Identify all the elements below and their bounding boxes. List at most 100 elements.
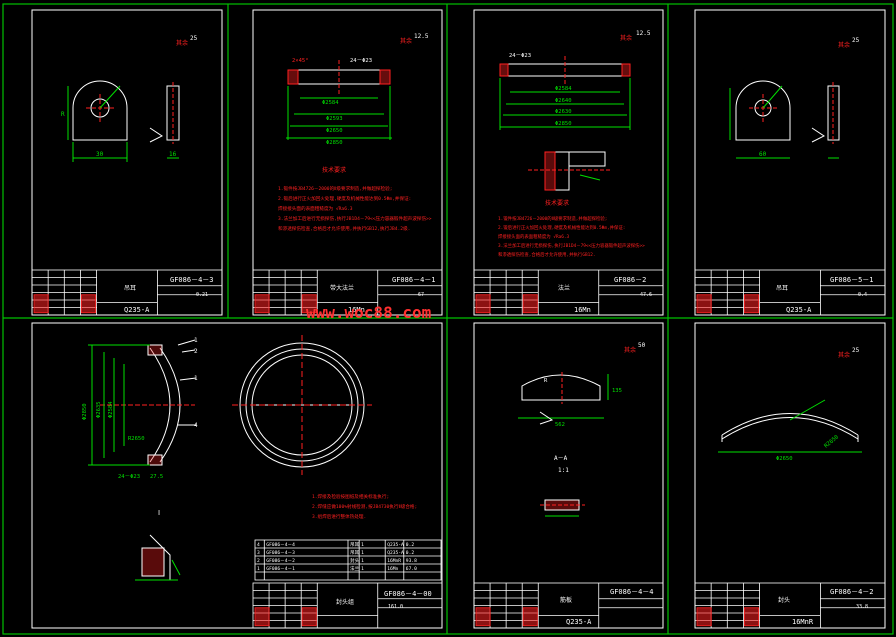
sheet-3: 24－Φ23 Φ2584 Φ2640 Φ2630 Φ2850 技术要求 1.锻件…	[498, 30, 651, 258]
s7-rough-label: 其余	[838, 351, 850, 359]
s1-rough-value: 25	[190, 35, 198, 42]
s1-dim-width: 30	[96, 151, 104, 158]
s7-title-code: GF086－4－2	[830, 588, 874, 596]
sheet-4: 60 其余 25	[729, 37, 860, 159]
s6-rough-label: 其余	[624, 346, 636, 354]
s1-title-material: Q235-A	[124, 306, 150, 314]
rib-section-view	[540, 499, 585, 517]
s2-rough-value: 12.5	[414, 33, 429, 40]
s2-dim-0: 2×45°	[292, 58, 309, 64]
s2-note-3: 3.法兰加工后进行无损探伤,执行JB1D4－79<<压力容器锻件超声波探伤>>	[278, 215, 432, 222]
title-block-stamp	[696, 607, 712, 627]
title-block-stamp	[254, 294, 270, 314]
title-block-1	[31, 269, 223, 316]
s2-dim-5: Φ2850	[326, 140, 343, 146]
title-block-stamp	[744, 607, 760, 627]
bom-cell-name: 吊耳	[350, 542, 360, 548]
rib-plate-view	[518, 372, 609, 425]
head-top-view	[232, 335, 372, 475]
s2-title-weight: 67	[418, 292, 424, 298]
s5-item-2: 2	[194, 348, 198, 355]
title-block-stamp	[522, 607, 538, 627]
s5-dim-4: R2650	[128, 436, 145, 442]
s7-rough-value: 25	[852, 347, 860, 354]
title-block-stamp	[33, 294, 49, 314]
bom-cell-no: 3	[257, 550, 260, 556]
bom-cell-wt: 0.2	[406, 550, 415, 556]
s2-title-material: 16Mn	[348, 306, 365, 314]
s3-note-4: 和渗透探伤检查,合格后才允许使用,并执行GB12.	[498, 251, 596, 258]
s5-item-4: 4	[194, 422, 198, 429]
title-block-4	[694, 269, 886, 316]
bom-cell-name: 吊耳	[350, 550, 360, 556]
s2-dim-3: Φ2593	[326, 116, 343, 122]
s2-note-0: 1.锻件按JB4726－2000的Ⅱ级要求制造,并做超探检验;	[278, 185, 392, 192]
s4-dim-width: 60	[759, 151, 767, 158]
s6-dim-2: R	[544, 378, 548, 384]
s6-title-code: GF086－4－4	[610, 588, 654, 596]
s7-dim-0: Φ2650	[776, 456, 793, 462]
sheet-6: 562 135 R A－A 1:1 其余 50	[518, 342, 646, 517]
s5-item-1: 1	[194, 337, 198, 344]
s2-note-1: 2.锻后进行正火加回火处理,硬度及机械性能达到0.5Φm,并保证:	[278, 195, 411, 202]
bom-cell-name: 法兰	[350, 565, 360, 572]
bom-grid	[254, 539, 442, 581]
s3-dim-4: Φ2850	[555, 121, 572, 127]
s3-dim-3: Φ2630	[555, 109, 572, 115]
s4-title-name: 吊耳	[776, 285, 788, 292]
s3-title-weight: 47.6	[640, 292, 652, 298]
bom-cell-no: 2	[257, 558, 260, 564]
lug2-front-view	[729, 80, 791, 159]
flange2-section-view	[499, 56, 631, 130]
bom-cell-no: 1	[257, 566, 260, 572]
s2-dim-2: Φ2584	[322, 100, 339, 106]
bom-cell-no: 4	[257, 542, 260, 548]
head-shell-view	[718, 399, 862, 453]
s2-title-name: 带大法兰	[330, 284, 354, 292]
bom-cell-code: GF086－4－1	[266, 566, 295, 572]
s2-tech-title: 技术要求	[322, 166, 346, 174]
s1-title-weight: 0.21	[196, 292, 208, 298]
s6-dim-1: 135	[612, 388, 622, 394]
s5-dim-0: Φ2850	[82, 403, 88, 420]
title-block-5	[252, 582, 443, 629]
lug-side-view	[149, 82, 180, 159]
bom-cell-wt: 93.8	[406, 558, 417, 564]
s3-note-1: 2.锻后进行正火加回火处理,硬度及机械性能达到0.5Φm,并保证:	[498, 224, 625, 231]
s4-title-code: GF086－5－1	[830, 276, 874, 284]
s4-title-weight: 0.4	[858, 292, 867, 298]
title-block-stamp	[696, 294, 712, 314]
s2-note-4: 和渗透探伤检查,合格后才允许使用,并执行GB12,执行JB4.2级.	[278, 225, 410, 232]
s5-dim-1: Φ2635	[96, 401, 102, 418]
s5-title-name: 封头组	[336, 598, 354, 606]
title-block-stamp	[744, 294, 760, 314]
title-block-7	[694, 582, 886, 629]
s3-title-code: GF086－2	[614, 276, 646, 284]
head-assembly-section	[88, 339, 197, 466]
s5-note-0: 1.焊接及检验按图纸及相关标准执行;	[312, 493, 389, 500]
watermark-text: www.woc88.com	[306, 303, 432, 322]
bom-cell-wt: 0.2	[406, 542, 415, 548]
s5-dim-3: 24－Φ23	[118, 474, 140, 480]
title-block-6	[473, 582, 664, 629]
s3-title-name: 法兰	[558, 284, 570, 292]
flange-section-view	[286, 60, 392, 140]
s7-dim-1: R2650	[823, 434, 840, 449]
s3-dim-2: Φ2640	[555, 98, 572, 104]
bom-cell-code: GF086－4－2	[266, 558, 295, 564]
bom-cell-mat: 16MnR	[387, 558, 401, 564]
bom-cell-mat: Q235-A	[387, 542, 404, 548]
s3-tech-title: 技术要求	[545, 199, 569, 207]
s1-title-code: GF086－4－3	[170, 276, 214, 284]
s5-title-code: GF086－4－00	[384, 590, 432, 598]
sheet-1: 30 16 R 其余 25	[61, 35, 198, 162]
s3-note-2: 焊接接头面的表面粗糙度为 √Ra6.3	[498, 233, 570, 240]
s6-section-label: A－A	[554, 455, 568, 462]
s3-dim-1: Φ2584	[555, 86, 572, 92]
bom-cell-mat: 16Mn	[387, 566, 398, 572]
s2-rough-label: 其余	[400, 37, 412, 45]
